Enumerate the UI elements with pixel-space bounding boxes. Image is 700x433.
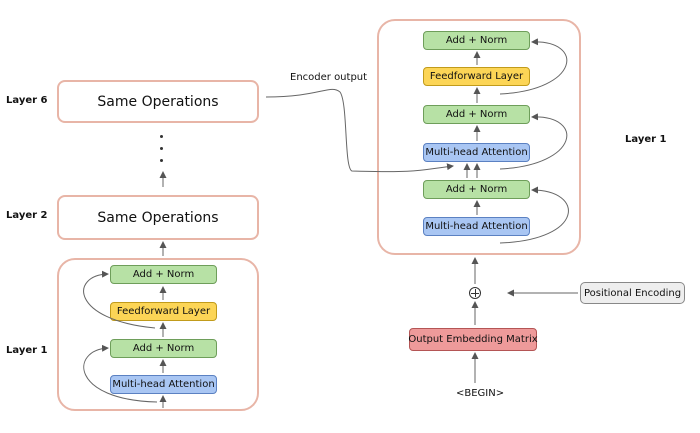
- encoder-layer6-label: Layer 6: [6, 95, 48, 106]
- plus-circle-icon: [469, 287, 481, 299]
- encoder-output-label: Encoder output: [290, 72, 368, 83]
- decoder-self-attention: Multi-head Attention: [423, 217, 530, 236]
- encoder-layer2-label: Layer 2: [6, 210, 48, 221]
- encoder-add-norm-bottom: Add + Norm: [110, 339, 217, 358]
- ellipsis-dot: [160, 135, 163, 138]
- decoder-cross-attention: Multi-head Attention: [423, 143, 530, 162]
- decoder-add-norm-1: Add + Norm: [423, 31, 530, 50]
- decoder-feedforward-layer: Feedforward Layer: [423, 67, 530, 86]
- decoder-add-norm-3: Add + Norm: [423, 180, 530, 199]
- decoder-layer1-label: Layer 1: [625, 134, 667, 145]
- encoder-layer2-box: Same Operations: [57, 195, 259, 240]
- encoder-layer6-box: Same Operations: [57, 80, 259, 123]
- encoder-layer1-label: Layer 1: [6, 345, 48, 356]
- ellipsis-dot: [160, 159, 163, 162]
- decoder-layer1-container: [377, 19, 581, 255]
- encoder-multihead-attention: Multi-head Attention: [110, 375, 217, 394]
- encoder-feedforward-layer: Feedforward Layer: [110, 302, 217, 321]
- begin-token: <BEGIN>: [456, 388, 505, 399]
- output-embedding-matrix: Output Embedding Matrix: [408, 328, 538, 351]
- ellipsis-dot: [160, 147, 163, 150]
- encoder-add-norm-top: Add + Norm: [110, 265, 217, 284]
- positional-encoding-box: Positional Encoding: [580, 282, 685, 304]
- decoder-add-norm-2: Add + Norm: [423, 105, 530, 124]
